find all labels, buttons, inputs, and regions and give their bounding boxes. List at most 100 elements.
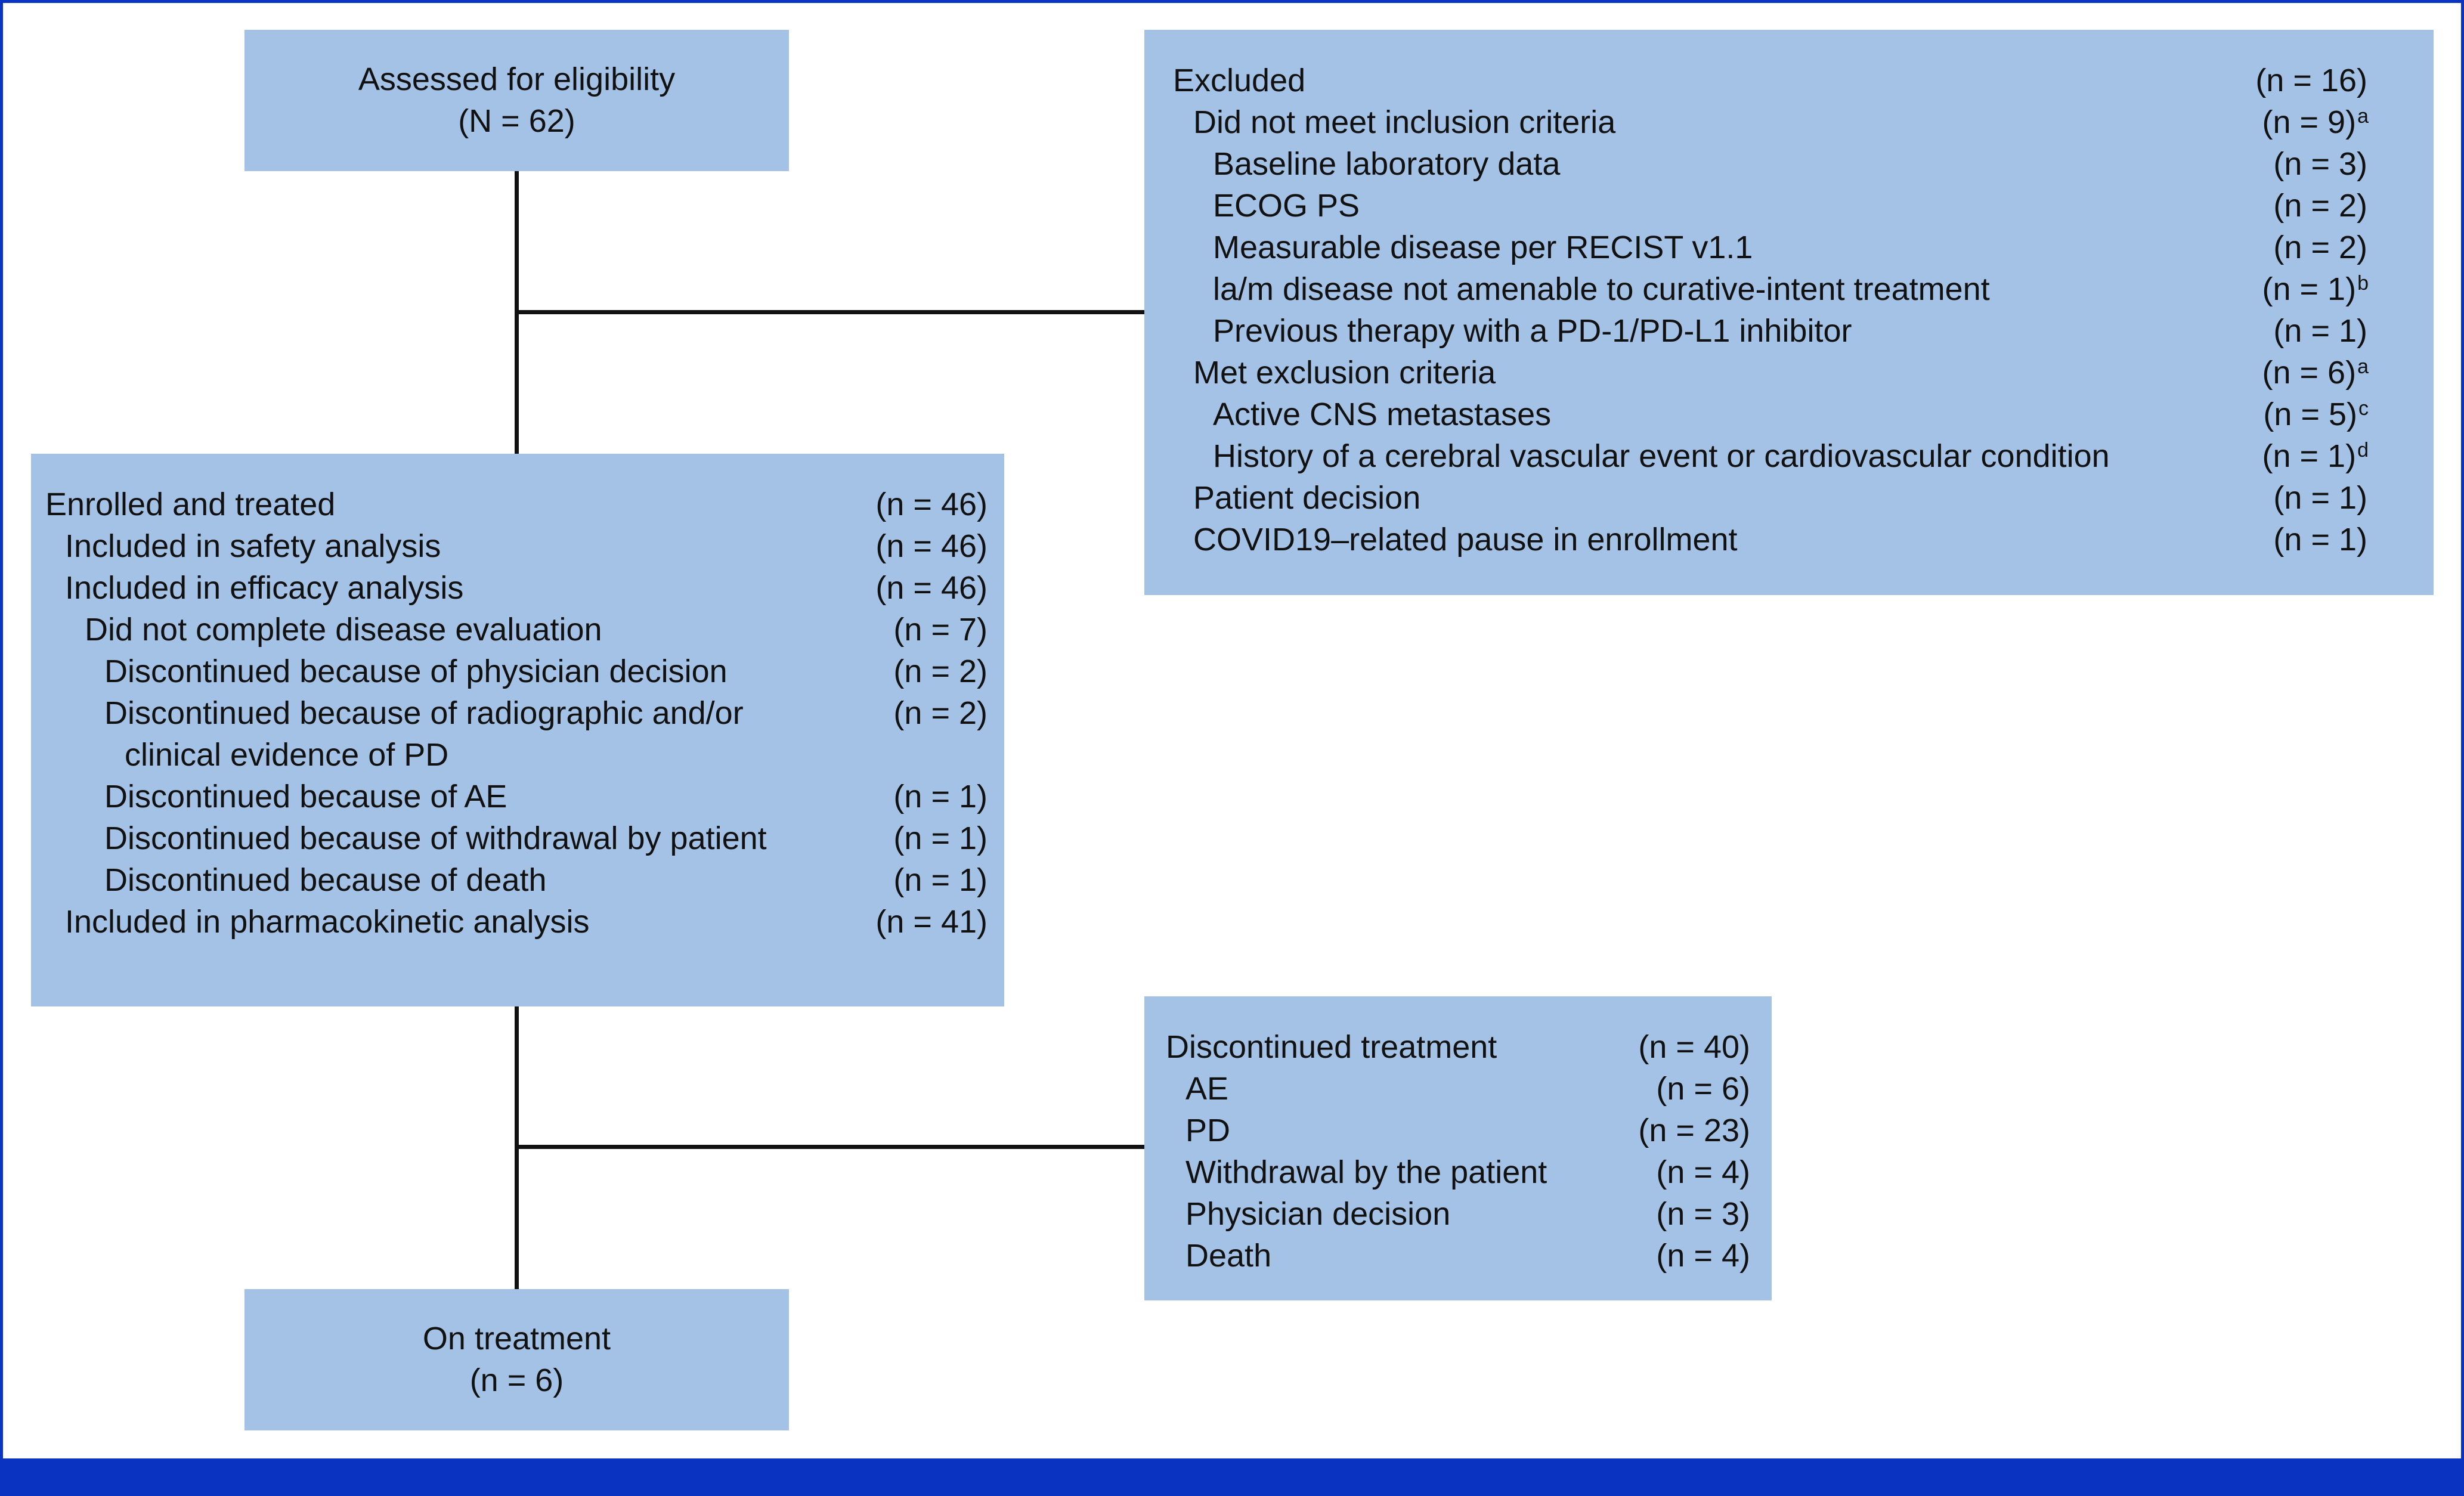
- baseline-label: Baseline laboratory data: [1213, 146, 1561, 182]
- death-label: Discontinued because of death: [104, 862, 547, 898]
- lam-count: (n = 1)b: [2187, 268, 2369, 310]
- lam-label: la/m disease not amenable to curative-in…: [1213, 271, 1990, 307]
- ae-label: Discontinued because of AE: [104, 779, 507, 814]
- exclusion-label: Met exclusion criteria: [1193, 355, 1496, 391]
- on-treatment-title: On treatment: [422, 1321, 611, 1356]
- enrolled-row-radiographic: Discontinued because of radiographic and…: [104, 692, 988, 734]
- disc-pd-count: (n = 23): [1638, 1113, 1750, 1148]
- inclusion-count: (n = 9)a: [2187, 101, 2369, 143]
- exclusion-count-text: (n = 6): [2262, 355, 2357, 391]
- ecog-label: ECOG PS: [1213, 188, 1360, 224]
- enrolled-row-physician: Discontinued because of physician decisi…: [104, 651, 988, 692]
- discontinued-row-withdrawal: Withdrawal by the patient (n = 4): [1185, 1151, 1750, 1193]
- cns-count: (n = 5)c: [2187, 394, 2369, 435]
- on-treatment-count: (n = 6): [469, 1362, 564, 1398]
- excluded-row-exclusion: Met exclusion criteria (n = 6)a: [1193, 352, 2395, 394]
- disc-death-label: Death: [1185, 1238, 1272, 1274]
- excluded-count: (n = 16): [2187, 60, 2369, 101]
- disc-physician-label: Physician decision: [1185, 1196, 1451, 1232]
- patient-decision-count-text: (n = 1): [2273, 480, 2367, 516]
- previous-count-text: (n = 1): [2273, 313, 2367, 349]
- enrolled-row-ae: Discontinued because of AE (n = 1): [104, 776, 988, 817]
- excluded-row-cerebral: History of a cerebral vascular event or …: [1213, 435, 2395, 477]
- efficacy-label: Included in efficacy analysis: [65, 570, 464, 606]
- excluded-label: Excluded: [1173, 63, 1306, 98]
- excluded-box: Excluded (n = 16) Did not meet inclusion…: [1144, 30, 2434, 595]
- disc-withdrawal-count: (n = 4): [1656, 1154, 1750, 1190]
- safety-label: Included in safety analysis: [65, 528, 441, 564]
- assessed-count: (N = 62): [458, 103, 575, 139]
- pk-count: (n = 41): [875, 904, 988, 940]
- inclusion-sup: a: [2357, 105, 2369, 128]
- excluded-row-previous: Previous therapy with a PD-1/PD-L1 inhib…: [1213, 310, 2395, 352]
- enrolled-count: (n = 46): [875, 487, 988, 522]
- baseline-count-text: (n = 3): [2273, 146, 2367, 182]
- enrolled-row-death: Discontinued because of death (n = 1): [104, 859, 988, 901]
- previous-count: (n = 1): [2187, 310, 2369, 352]
- disc-death-count: (n = 4): [1656, 1238, 1750, 1274]
- enrolled-box: Enrolled and treated (n = 46) Included i…: [31, 454, 1004, 1006]
- excluded-row-patient-decision: Patient decision (n = 1): [1193, 477, 2395, 519]
- enrolled-row-total: Enrolled and treated (n = 46): [45, 484, 988, 525]
- assessed-box: Assessed for eligibility (N = 62): [244, 30, 789, 171]
- disc-ae-label: AE: [1185, 1071, 1229, 1107]
- withdrawal-count: (n = 1): [893, 820, 988, 856]
- covid-count: (n = 1): [2187, 519, 2369, 560]
- lam-sup: b: [2357, 272, 2369, 295]
- excluded-count-text: (n = 16): [2255, 63, 2367, 98]
- death-count: (n = 1): [893, 862, 988, 898]
- safety-count: (n = 46): [875, 528, 988, 564]
- assessed-title: Assessed for eligibility: [358, 61, 676, 97]
- discontinued-count: (n = 40): [1638, 1029, 1750, 1065]
- bottom-bar: [0, 1458, 2464, 1496]
- exclusion-count: (n = 6)a: [2187, 352, 2369, 394]
- efficacy-count: (n = 46): [875, 570, 988, 606]
- patient-decision-count: (n = 1): [2187, 477, 2369, 519]
- physician-label: Discontinued because of physician decisi…: [104, 653, 728, 689]
- connector-to-excluded: [515, 310, 1146, 314]
- excluded-row-covid: COVID19–related pause in enrollment (n =…: [1193, 519, 2395, 560]
- discontinued-row-total: Discontinued treatment (n = 40): [1166, 1026, 1750, 1068]
- covid-label: COVID19–related pause in enrollment: [1193, 522, 1738, 557]
- connector-to-discontinued: [515, 1145, 1146, 1149]
- discontinued-row-physician: Physician decision (n = 3): [1185, 1193, 1750, 1235]
- on-treatment-box: On treatment (n = 6): [244, 1289, 789, 1430]
- covid-count-text: (n = 1): [2273, 522, 2367, 557]
- ae-count: (n = 1): [893, 779, 988, 814]
- enrolled-row-radiographic-cont: clinical evidence of PD: [125, 734, 988, 776]
- disc-physician-count: (n = 3): [1656, 1196, 1750, 1232]
- cerebral-label: History of a cerebral vascular event or …: [1213, 438, 2110, 474]
- enrolled-row-safety: Included in safety analysis (n = 46): [65, 525, 988, 567]
- disc-pd-label: PD: [1185, 1113, 1231, 1148]
- measurable-label: Measurable disease per RECIST v1.1: [1213, 230, 1753, 265]
- discontinued-box: Discontinued treatment (n = 40) AE (n = …: [1144, 996, 1772, 1300]
- disc-withdrawal-label: Withdrawal by the patient: [1185, 1154, 1547, 1190]
- excluded-row-measurable: Measurable disease per RECIST v1.1 (n = …: [1213, 227, 2395, 268]
- disc-ae-count: (n = 6): [1656, 1071, 1750, 1107]
- cns-sup: c: [2358, 397, 2369, 420]
- excluded-row-inclusion: Did not meet inclusion criteria (n = 9)a: [1193, 101, 2395, 143]
- enrolled-label: Enrolled and treated: [45, 487, 336, 522]
- discontinued-row-ae: AE (n = 6): [1185, 1068, 1750, 1110]
- physician-count: (n = 2): [893, 653, 988, 689]
- discontinued-row-pd: PD (n = 23): [1185, 1110, 1750, 1151]
- previous-label: Previous therapy with a PD-1/PD-L1 inhib…: [1213, 313, 1852, 349]
- measurable-count-text: (n = 2): [2273, 230, 2367, 265]
- enrolled-row-incomplete: Did not complete disease evaluation (n =…: [85, 609, 988, 651]
- lam-count-text: (n = 1): [2262, 271, 2357, 307]
- enrolled-row-withdrawal: Discontinued because of withdrawal by pa…: [104, 817, 988, 859]
- enrolled-row-pk: Included in pharmacokinetic analysis (n …: [65, 901, 988, 943]
- patient-decision-label: Patient decision: [1193, 480, 1421, 516]
- enrolled-row-efficacy: Included in efficacy analysis (n = 46): [65, 567, 988, 609]
- discontinued-label: Discontinued treatment: [1166, 1029, 1497, 1065]
- diagram-frame: [0, 0, 2464, 1458]
- ecog-count: (n = 2): [2187, 185, 2369, 227]
- exclusion-sup: a: [2357, 355, 2369, 378]
- radiographic-count: (n = 2): [893, 695, 988, 731]
- discontinued-row-death: Death (n = 4): [1185, 1235, 1750, 1277]
- cerebral-count: (n = 1)d: [2187, 435, 2369, 477]
- cerebral-sup: d: [2357, 439, 2369, 462]
- inclusion-label: Did not meet inclusion criteria: [1193, 104, 1616, 140]
- excluded-row-ecog: ECOG PS (n = 2): [1213, 185, 2395, 227]
- excluded-row-total: Excluded (n = 16): [1173, 60, 2395, 101]
